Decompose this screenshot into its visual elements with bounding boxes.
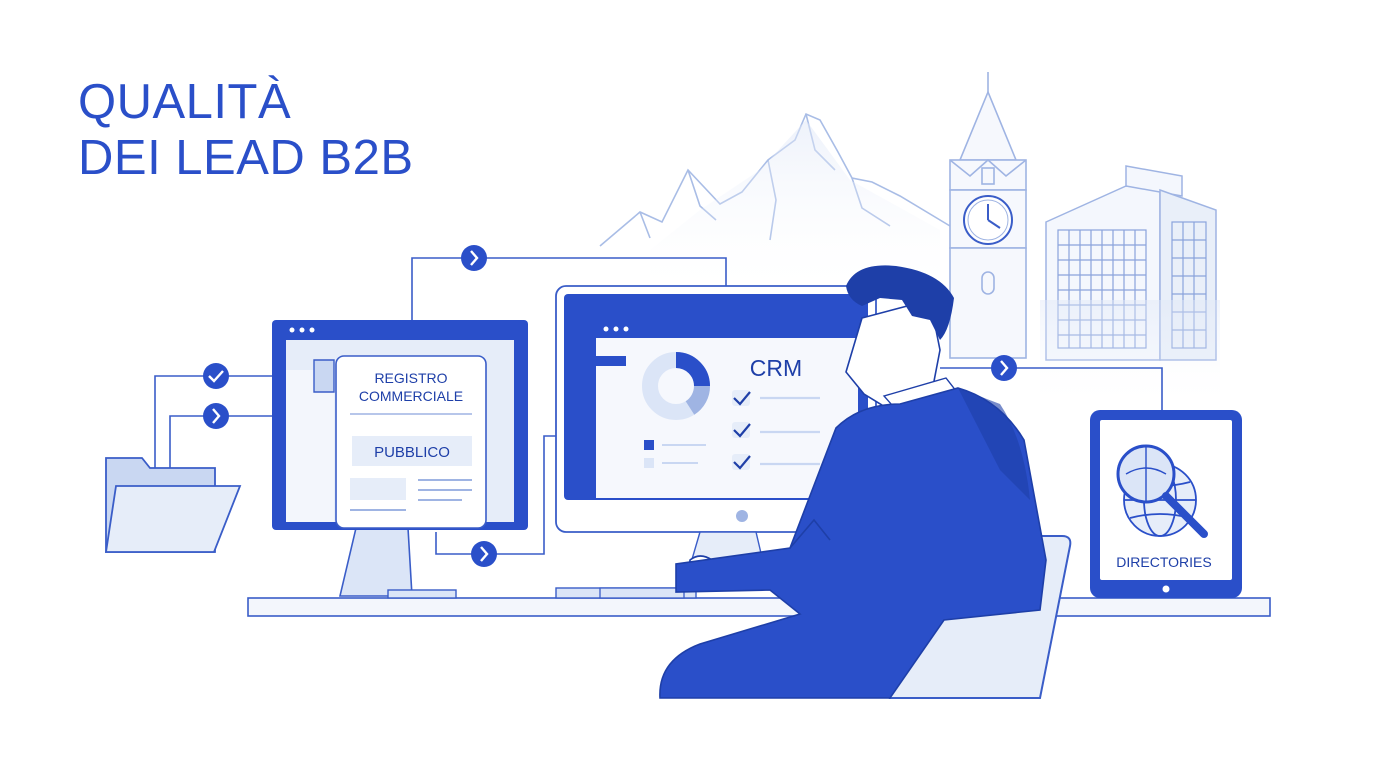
donut-chart-icon: [642, 352, 711, 420]
tablet-label: DIRECTORIES: [1116, 554, 1211, 570]
center-monitor: [555, 285, 877, 599]
doc-title-line-2: COMMERCIALE: [359, 388, 463, 404]
globe-search-icon: [1116, 444, 1208, 538]
chevron-right-icon: [991, 355, 1017, 381]
desk: [247, 597, 1271, 617]
crm-heading: CRM: [750, 355, 802, 381]
document-card: REGISTRO COMMERCIALE PUBBLICO: [313, 355, 487, 529]
folder-icon: [104, 457, 242, 553]
doc-title-line-1: REGISTRO: [374, 370, 447, 386]
building-shade: [1040, 300, 1220, 410]
chevron-right-icon: [461, 245, 487, 271]
checklist: [732, 390, 820, 470]
page-title: QUALITÀ DEI LEAD B2B: [78, 74, 414, 186]
connector-lines: [154, 257, 1163, 555]
keyboard: [599, 587, 685, 599]
chevron-right-icon: [471, 541, 497, 567]
check-icon: [203, 363, 229, 389]
title-line-2: DEI LEAD B2B: [78, 131, 414, 185]
title-line-1: QUALITÀ: [78, 75, 292, 129]
doc-badge: PUBBLICO: [374, 444, 450, 461]
clock-icon: [963, 195, 1013, 245]
person: [659, 265, 1047, 699]
mountain-shade: [650, 120, 940, 300]
chevron-right-icon: [203, 403, 229, 429]
